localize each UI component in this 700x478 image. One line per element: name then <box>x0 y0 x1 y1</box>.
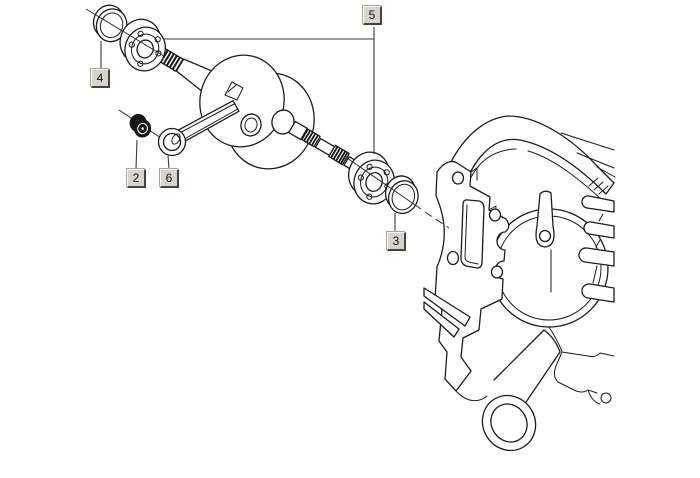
crank-spline-1 <box>301 128 321 148</box>
callout-3[interactable]: 3 <box>387 232 406 251</box>
crankshaft-with-connecting-rod <box>153 46 360 172</box>
connecting-rod <box>157 100 240 157</box>
callout-5[interactable]: 5 <box>363 6 382 25</box>
callout-4[interactable]: 4 <box>91 69 110 88</box>
ball-bearing-right <box>348 151 395 205</box>
pin-nut <box>129 113 152 138</box>
crankcase-half-drawing <box>423 115 616 452</box>
callout-6[interactable]: 6 <box>160 169 179 188</box>
callout-2[interactable]: 2 <box>127 169 146 188</box>
assembly-axis-overlay <box>85 8 450 229</box>
callout-leader-lines <box>100 27 396 232</box>
crank-spline-2 <box>328 144 350 166</box>
